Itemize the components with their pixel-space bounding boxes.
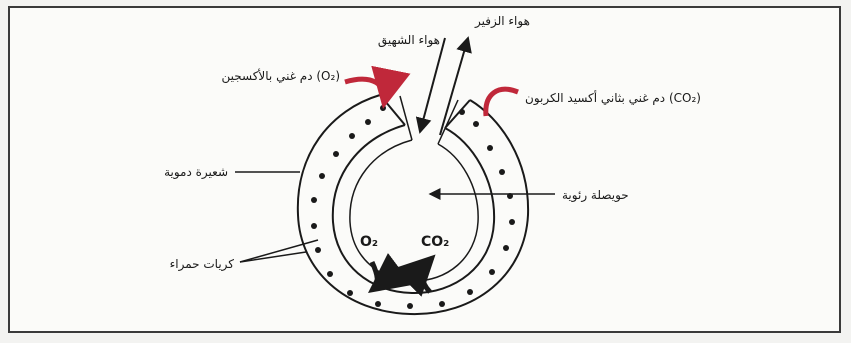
co2-label: CO₂ <box>421 234 449 250</box>
alveolus-wall <box>333 125 494 293</box>
co2-blood-arrow <box>486 89 518 116</box>
inhale-air-label: هواء الشهيق <box>378 33 440 48</box>
o2-label: O₂ <box>360 234 378 250</box>
o2-blood-label: دم غني بالأكسجين (O₂) <box>222 68 341 84</box>
airway-left-inner <box>400 96 412 140</box>
exhale-arrow <box>440 38 468 135</box>
red-cells-pointer-2 <box>240 252 306 262</box>
capillary-label: شعيرة دموية <box>164 165 228 180</box>
red-cells-label: كريات حمراء <box>170 257 235 272</box>
inhale-arrow <box>420 38 445 132</box>
co2-exchange-arrow <box>423 258 432 292</box>
o2-exchange-arrow <box>372 262 377 290</box>
alveolus-inner-wall <box>350 140 478 281</box>
exhale-air-label: هواء الزفير <box>474 14 530 29</box>
alveolus-label: حويصلة رئوية <box>562 188 629 203</box>
red-blood-cells <box>311 105 515 309</box>
co2-blood-label: دم غني بثاني أكسيد الكربون (CO₂) <box>525 90 701 106</box>
